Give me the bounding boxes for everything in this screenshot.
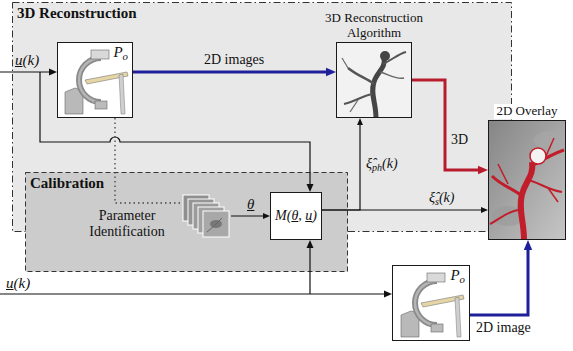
arrowhead [357,118,363,125]
c-arm-box: Po [57,42,133,118]
connector [133,68,336,76]
underlined-symbol: u [305,208,312,223]
signal-label: ξ̂ph(k) [366,156,398,173]
c-arm-illustration [393,265,469,341]
label-holder: u(k) [15,52,39,69]
connector-line [470,247,528,315]
region-outline [26,173,348,272]
vessel-illustration [336,42,412,118]
subscript: o [123,50,128,62]
connector [412,80,488,174]
signal-label: ξ̂s(k) [429,190,454,207]
connector-line [115,118,183,203]
box-heading: 2D Overlay [494,104,559,119]
label-holder: 2D image [476,320,531,336]
underlined-symbol: θ [247,196,254,212]
heading-holder: 2D Overlay [482,101,572,119]
connector-line [322,123,360,210]
connector-line [231,215,265,216]
connector [115,118,183,203]
underlined-symbol: u [6,275,14,291]
label-holder: 3D [451,132,468,148]
connector [322,207,488,213]
region-title: 3D Reconstruction [12,2,143,22]
device-label: Po [393,266,469,285]
signal-label: 2D image [476,320,531,336]
region-title: Calibration [25,172,110,192]
label-holder: 2D images [204,52,264,68]
subscript: o [460,273,465,285]
arrowhead [326,68,336,76]
heading-holder: 3D Reconstruction Algorithm [309,11,439,41]
connector-line [133,71,329,74]
region-panel: CalibrationParameter Identification M(θ, … [25,172,348,272]
connector [231,213,270,219]
underlined-symbol: u [15,52,23,68]
subscript: s [435,196,439,207]
overlay-illustration [488,120,566,240]
label-holder: u(k) [6,275,30,292]
box-heading: Parameter Identification [77,208,177,240]
label-holder: θ [247,196,254,213]
device-label: Po [58,43,132,62]
image-stack-node: Parameter Identification [183,195,231,239]
overlay-box: 2D Overlay [488,120,566,240]
signal-label: u(k) [6,275,30,292]
arrowhead [481,207,488,213]
box-label: M(θ, u) [275,208,317,224]
signal-label: u(k) [15,52,39,69]
box-heading: 3D Reconstruction Algorithm [309,11,439,41]
arrowhead [263,213,270,219]
model-box: M(θ, u) [270,192,322,240]
image-stack-illustration [183,195,229,237]
connector-line [412,80,481,170]
subscript: ph [372,162,382,173]
c-arm-illustration [57,42,133,118]
arrowhead [478,166,488,174]
algorithm-box: 3D Reconstruction Algorithm [336,42,412,118]
underlined-symbol: θ [291,208,298,223]
signal-label: 2D images [204,52,264,68]
connector-line [322,209,483,210]
label-holder: ξ̂s(k) [429,190,454,207]
signal-label: 3D [451,132,468,148]
connector [470,240,532,315]
heading-holder: Parameter Identification [77,208,177,240]
signal-label: θ [247,196,254,213]
arrowhead [524,240,532,250]
c-arm-box: Po [392,265,470,341]
label-holder: ξ̂ph(k) [366,156,398,173]
connector [322,118,363,210]
